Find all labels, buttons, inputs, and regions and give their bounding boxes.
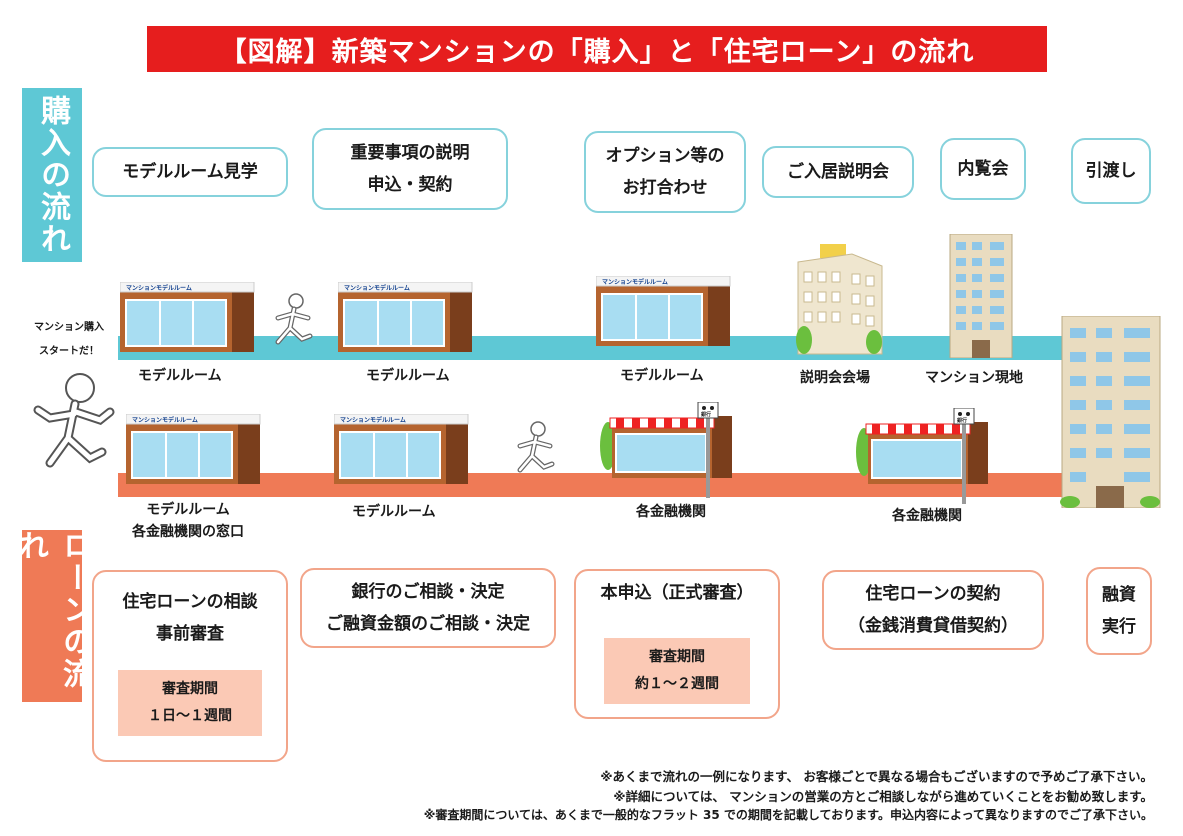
model-room-building-icon: マンションモデルルーム (596, 276, 731, 346)
step-contract: 重要事項の説明 申込・契約 (312, 128, 508, 210)
loan-flow-label: ローンの流れ (13, 530, 92, 702)
step-label: モデルルーム見学 (122, 161, 258, 182)
bank-building-icon: 銀行 (600, 402, 732, 498)
sign-text: マンションモデルルーム (602, 278, 668, 286)
place-label: マンション現地 (925, 370, 1023, 386)
mansion-site-building-icon (949, 234, 1013, 358)
step-label: 銀行のご相談・決定 (351, 581, 505, 602)
step-label: 融資 (1102, 584, 1136, 605)
step-label: 申込・契約 (367, 175, 453, 195)
step-bank-decision: 銀行のご相談・決定 ご融資金額のご相談・決定 (300, 568, 556, 648)
step-label: 本申込（正式審査） (600, 583, 754, 603)
step-label: ご融資金額のご相談・決定 (326, 614, 530, 634)
sign-text: 銀行 (957, 417, 967, 424)
review-period-badge: 審査期間 １日～１週間 (118, 670, 262, 736)
step-handover: 引渡し (1071, 138, 1151, 204)
runner-icon (275, 293, 313, 345)
sign-text: マンションモデルルーム (132, 416, 198, 424)
bank-building-icon: 銀行 (856, 408, 988, 504)
model-room-building-icon: マンションモデルルーム (334, 414, 469, 484)
note-text: ※あくまで流れの一例になります、 お客様ごとで異なる場合もございますので予めご了… (600, 769, 1153, 784)
place-label: モデルルーム (138, 368, 222, 384)
place-label: モデルルーム (352, 504, 436, 520)
step-model-room-visit: モデルルーム見学 (92, 147, 288, 197)
step-inspection: 内覧会 (940, 138, 1026, 200)
sign-text: マンションモデルルーム (344, 284, 410, 292)
step-label: 事前審査 (156, 624, 224, 645)
step-label: ご入居説明会 (787, 161, 889, 182)
step-label: 重要事項の説明 (350, 142, 470, 163)
place-label: モデルルーム (366, 368, 450, 384)
model-room-building-icon: マンションモデルルーム (126, 414, 261, 484)
place-label: 説明会会場 (800, 370, 870, 386)
step-label: 内覧会 (957, 158, 1009, 179)
step-loan-execution: 融資 実行 (1086, 567, 1152, 655)
note-text: ※詳細については、 マンションの営業の方とご相談しながら進めていくことをお勧め致… (613, 789, 1153, 804)
step-label: 住宅ローンの契約 (865, 583, 1001, 604)
step-label: 住宅ローンの相談 (122, 592, 258, 612)
note-text: ※審査期間については、あくまで一般的なフラット 35 での期間を記載しております… (423, 808, 1153, 822)
sign-text: マンションモデルルーム (340, 416, 406, 424)
briefing-venue-building-icon (796, 244, 883, 355)
step-label: 実行 (1102, 617, 1136, 637)
place-label: 各金融機関 (636, 504, 706, 520)
sign-text: 銀行 (701, 411, 711, 418)
step-move-in-briefing: ご入居説明会 (762, 146, 914, 198)
page-title: 【図解】新築マンションの「購入」と「住宅ローン」の流れ (147, 26, 1047, 72)
runner-icon (33, 373, 115, 468)
runner-icon (517, 421, 555, 473)
step-loan-contract: 住宅ローンの契約 （金銭消費貸借契約） (822, 570, 1044, 650)
sign-text: マンションモデルルーム (126, 284, 192, 292)
model-room-building-icon: マンションモデルルーム (120, 282, 255, 352)
step-label: （金銭消費貸借契約） (848, 616, 1018, 636)
review-period-badge: 審査期間 約１～２週間 (604, 638, 750, 704)
purchase-lane (118, 336, 1066, 360)
purchase-flow-label: 購入の流れ (22, 88, 82, 262)
mansion-building-icon (1060, 316, 1161, 508)
step-label: 引渡し (1085, 160, 1137, 181)
step-options: オプション等の お打合わせ (584, 131, 746, 213)
place-label: 各金融機関 (892, 508, 962, 524)
place-label: モデルルーム (620, 368, 704, 384)
step-label: オプション等の (605, 145, 725, 166)
start-caption: マンション購入 スタートだ！ (34, 322, 104, 357)
place-label: モデルルーム 各金融機関の窓口 (132, 502, 244, 540)
step-label: お打合わせ (622, 178, 708, 198)
model-room-building-icon: マンションモデルルーム (338, 282, 473, 352)
